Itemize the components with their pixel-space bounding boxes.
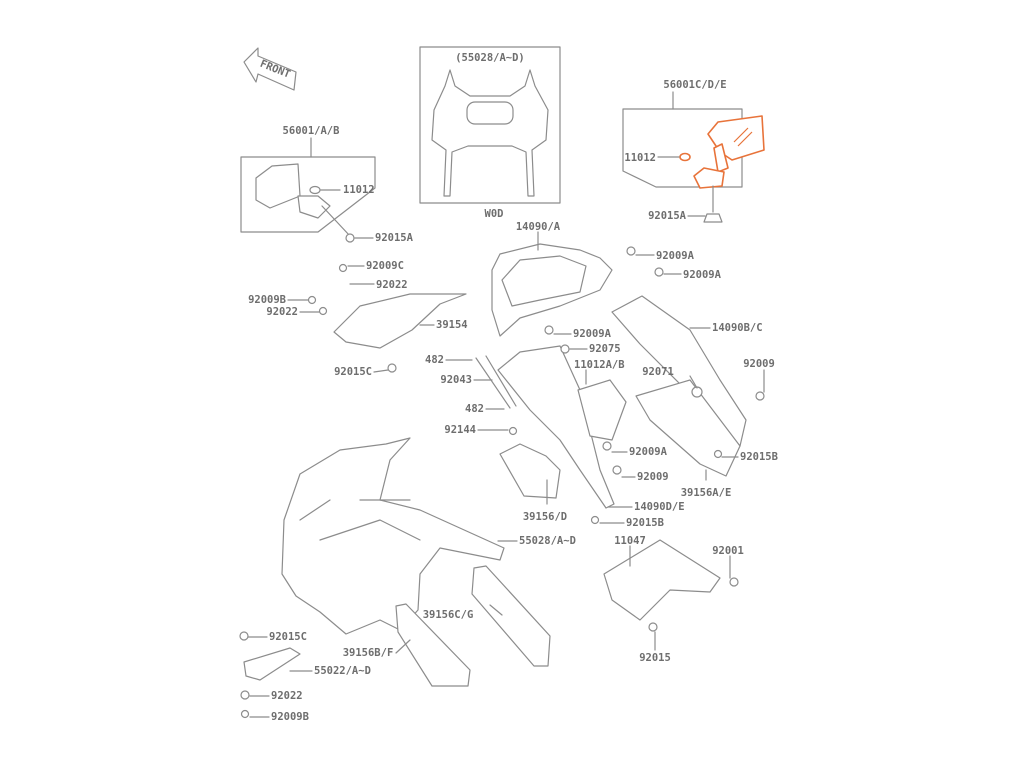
part-label: 39156/D <box>523 511 567 523</box>
leader-lines <box>247 231 765 718</box>
part-label: 92009B <box>271 711 309 723</box>
inset-center: (55028/A~D) W0D <box>419 46 561 220</box>
part-labels: 14090/A 92009A 92009A 92009C 92022 92009… <box>248 221 778 723</box>
part-label: 11047 <box>614 535 646 547</box>
pad-39156ae <box>635 379 741 477</box>
part-label: 92071 <box>642 366 674 378</box>
part-label: 11012A/B <box>574 359 625 371</box>
part-label: 92015B <box>740 451 778 463</box>
inset-right: 56001C/D/E 11012 92015A <box>622 79 765 223</box>
parts-outlines <box>243 243 747 687</box>
part-label: 39156A/E <box>681 487 732 499</box>
mirror-left <box>255 163 301 209</box>
part-label: 55022/A~D <box>314 665 371 677</box>
inner-cover-right <box>611 295 747 447</box>
part-label: 92009C <box>366 260 404 272</box>
part-label: 92009 <box>743 358 775 370</box>
pad-39156bf <box>395 603 471 687</box>
part-label: 92022 <box>266 306 298 318</box>
part-label: 92001 <box>712 545 744 557</box>
part-label: 92144 <box>444 424 476 436</box>
part-label: 92009 <box>637 471 669 483</box>
part-label: 92009A <box>629 446 668 458</box>
upper-cowling <box>281 437 505 635</box>
part-label: 92015C <box>334 366 372 378</box>
part-label: 482 <box>465 403 484 415</box>
part-label: 92022 <box>271 690 303 702</box>
part-label: 92075 <box>589 343 621 355</box>
fasteners <box>239 246 765 719</box>
front-arrow-icon: FRONT <box>243 47 297 91</box>
cowl-front-view <box>431 69 549 197</box>
part-label: 14090D/E <box>634 501 685 513</box>
part-label: 92015B <box>626 517 664 529</box>
part-label: 92009A <box>683 269 722 281</box>
label-92015a-left: 92015A <box>375 232 414 244</box>
inset-left-title: 56001/A/B <box>283 125 340 137</box>
part-label: 92015C <box>269 631 307 643</box>
part-label: 14090/A <box>516 221 561 233</box>
inset-left: 56001/A/B 11012 92015A <box>240 125 414 244</box>
inset-center-title: (55028/A~D) <box>455 52 525 64</box>
inset-right-title: 56001C/D/E <box>663 79 726 91</box>
pad-39156d <box>499 443 561 499</box>
part-label: 92022 <box>376 279 408 291</box>
part-label: 92043 <box>440 374 472 386</box>
part-label: 39156C/G <box>423 609 474 621</box>
meter-cover <box>491 243 613 337</box>
part-label: 14090B/C <box>712 322 763 334</box>
part-label: 92015 <box>639 652 671 664</box>
part-label: 482 <box>425 354 444 366</box>
pad-11012ab <box>577 379 627 441</box>
label-92015a-right: 92015A <box>648 210 687 222</box>
bracket-55022 <box>243 647 301 681</box>
pad-39156cg <box>471 565 551 667</box>
label-11012-left: 11012 <box>343 184 375 196</box>
inner-cover-center <box>497 345 615 509</box>
label-11012-right: 11012 <box>624 152 656 164</box>
part-label: 92009A <box>573 328 612 340</box>
inset-center-caption: W0D <box>485 208 504 220</box>
part-label: 92009A <box>656 250 695 262</box>
bracket-11047 <box>603 539 721 621</box>
part-label: 55028/A~D <box>519 535 576 547</box>
part-label: 39154 <box>436 319 468 331</box>
part-label: 92009B <box>248 294 286 306</box>
part-label: 39156B/F <box>343 647 394 659</box>
windshield <box>333 293 467 349</box>
